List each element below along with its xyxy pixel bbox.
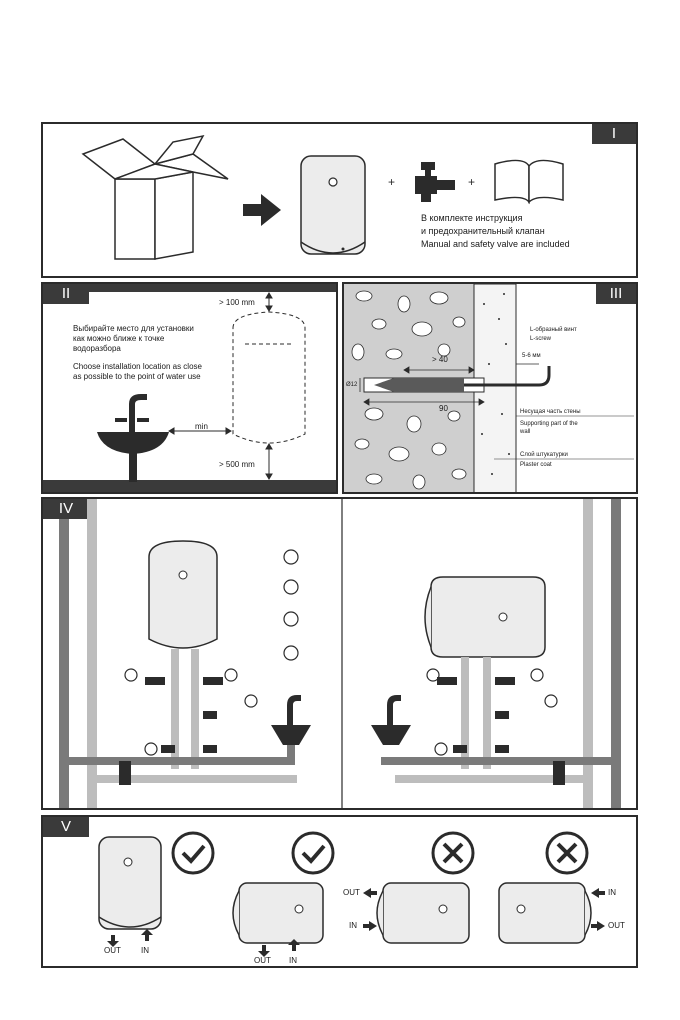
valve-icons-left	[119, 677, 223, 785]
arrow-out-3	[363, 888, 377, 898]
heater-3-out-label: OUT	[343, 888, 360, 897]
section-1-label: I	[592, 124, 636, 144]
section-2-text-ru-3: водоразбора	[73, 344, 121, 353]
length-label: 90	[439, 404, 448, 413]
leader-lines	[494, 415, 634, 460]
heater-1-out-label: OUT	[104, 946, 121, 955]
section-3-panel: III	[342, 282, 638, 494]
svg-text:+: +	[468, 175, 475, 189]
anchor-dowel-icon	[374, 378, 464, 392]
arrow-right-icon	[243, 194, 281, 226]
section-4-illustration	[59, 499, 621, 808]
arrow-out-2	[258, 945, 270, 957]
step-markers	[124, 549, 558, 756]
l-screw-icon	[464, 366, 551, 387]
horizontal-heater-correct-icon	[232, 882, 324, 944]
section-5-panel: V	[41, 815, 638, 968]
arrow-in-1	[141, 929, 153, 941]
faucet-right-icon	[371, 695, 411, 745]
screw-label-en: L-screw	[530, 336, 552, 342]
plaster-texture	[481, 293, 510, 475]
arrow-out-4	[591, 921, 605, 931]
wall-label-ru: Несущая часть стены	[520, 409, 581, 415]
side-clearance-label: min	[195, 422, 208, 431]
arrow-in-2	[288, 939, 300, 951]
horizontal-heater-wrong-left-icon	[376, 882, 470, 944]
anchor-dimensions	[359, 363, 539, 406]
section-5-label: V	[43, 817, 89, 837]
section-5-illustration	[98, 831, 605, 957]
plaster-label-ru: Слой штукатурки	[520, 452, 568, 458]
arrow-out-1	[107, 935, 119, 947]
cross-icon-2	[545, 831, 589, 875]
water-heater-icon	[300, 155, 366, 255]
section-1-illustration: + +	[81, 134, 564, 260]
wall-label-en-1: Supporting part of the	[520, 421, 578, 427]
top-clearance-label: > 100 mm	[219, 298, 255, 307]
horizontal-heater-wrong-right-icon	[498, 882, 592, 944]
plaster-label-en: Plaster coat	[520, 462, 552, 468]
cross-icon-1	[431, 831, 475, 875]
diameter-label: Ø12	[346, 382, 358, 388]
section-2-text-ru-2: как можно ближе к точке	[73, 334, 165, 343]
arrow-in-4	[591, 888, 605, 898]
valve-icons-right	[437, 677, 565, 785]
check-icon-1	[171, 831, 215, 875]
heater-3-in-label: IN	[349, 921, 357, 930]
section-4-label: IV	[43, 499, 89, 519]
safety-valve-icon	[415, 162, 455, 202]
section-1-caption-ru-2: и предохранительный клапан	[421, 226, 545, 236]
section-4-panel: IV	[41, 497, 638, 810]
section-2-illustration	[43, 284, 336, 492]
wall-label-en-2: wall	[520, 429, 531, 435]
section-1-caption-en: Manual and safety valve are included	[421, 239, 570, 249]
gap-label: 5-6 мм	[522, 353, 541, 359]
section-2-text-en-2: as possible to the point of water use	[73, 372, 201, 381]
heater-2-out-label: OUT	[254, 956, 271, 965]
vertical-heater-correct-icon	[98, 836, 162, 930]
heater-4-in-label: IN	[608, 888, 616, 897]
tank-outline-dashed	[232, 311, 306, 444]
heater-4-out-label: OUT	[608, 921, 625, 930]
manual-book-icon	[494, 159, 564, 205]
section-2-text-ru-1: Выбирайте место для установки	[73, 324, 194, 333]
svg-text:+: +	[388, 175, 395, 189]
vertical-heater-icon	[148, 540, 218, 649]
heater-2-in-label: IN	[289, 956, 297, 965]
section-3-label: III	[596, 284, 636, 304]
arrow-in-3	[363, 921, 377, 931]
section-2-text-en-1: Choose installation location as close	[73, 362, 202, 371]
section-1-panel: I + +	[41, 122, 638, 278]
depth-label: > 40	[432, 355, 448, 364]
bottom-clearance-label: > 500 mm	[219, 460, 255, 469]
sink-icon	[97, 394, 169, 482]
box-icon	[81, 134, 229, 260]
concrete-aggregate	[351, 290, 467, 490]
section-2-label: II	[43, 284, 89, 304]
clearance-arrows	[168, 292, 273, 480]
section-2-panel: II Выбирайте	[41, 282, 338, 494]
check-icon-2	[291, 831, 335, 875]
horizontal-heater-icon	[424, 576, 546, 658]
screw-label-ru: L-образный винт	[530, 327, 577, 333]
section-1-caption-ru-1: В комплекте инструкция	[421, 213, 523, 223]
section-3-illustration	[344, 284, 634, 492]
heater-1-in-label: IN	[141, 946, 149, 955]
faucet-left-icon	[271, 695, 311, 745]
